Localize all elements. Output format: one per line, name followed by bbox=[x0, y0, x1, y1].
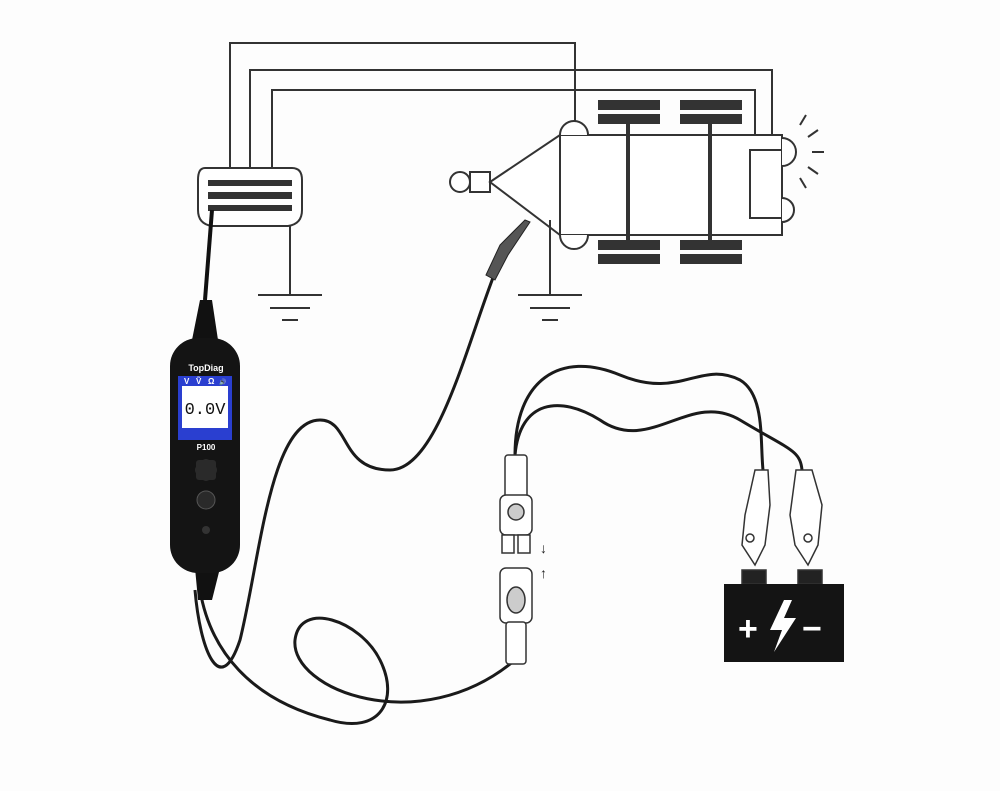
arrow-up-icon: ↑ bbox=[540, 565, 547, 581]
ground-icon bbox=[518, 294, 582, 321]
trailer bbox=[449, 120, 797, 295]
power-cable bbox=[198, 589, 516, 726]
ground-clip-cable bbox=[193, 259, 502, 669]
trailer-wheels bbox=[598, 100, 742, 264]
mode-icons: V Ṽ Ω 🔊 bbox=[184, 377, 227, 386]
wire-2 bbox=[249, 69, 773, 168]
device-brand: TopDiag bbox=[188, 363, 223, 373]
power-switch bbox=[196, 460, 216, 480]
tail-light bbox=[781, 137, 797, 167]
ac-voltage-icon: Ṽ bbox=[196, 377, 202, 386]
red-lead bbox=[513, 364, 765, 471]
speaker-icon: 🔊 bbox=[219, 378, 227, 386]
ground-alligator-clip bbox=[485, 219, 531, 281]
vehicle-connector bbox=[197, 167, 303, 295]
positive-clamp bbox=[741, 469, 771, 567]
inline-connector bbox=[499, 454, 533, 665]
light-rays-icon bbox=[799, 114, 824, 189]
ohm-icon: Ω bbox=[208, 377, 215, 386]
negative-clamp bbox=[789, 469, 823, 567]
battery: + − bbox=[724, 584, 844, 662]
battery-positive: + bbox=[738, 610, 758, 648]
probe-tip bbox=[203, 209, 214, 301]
battery-clamps bbox=[741, 469, 823, 585]
cables bbox=[193, 259, 804, 726]
dc-voltage-icon: V bbox=[184, 377, 190, 386]
device-button bbox=[196, 490, 216, 510]
voltage-reading: 0.0V bbox=[185, 401, 227, 420]
arrow-down-icon: ↓ bbox=[540, 540, 547, 556]
device-model: P100 bbox=[197, 443, 216, 452]
wire-1 bbox=[229, 42, 576, 168]
lightning-bolt-icon bbox=[770, 600, 796, 652]
battery-negative: − bbox=[802, 610, 822, 648]
ground-icon bbox=[258, 294, 322, 321]
power-probe-device bbox=[170, 209, 240, 600]
black-lead bbox=[513, 404, 804, 471]
